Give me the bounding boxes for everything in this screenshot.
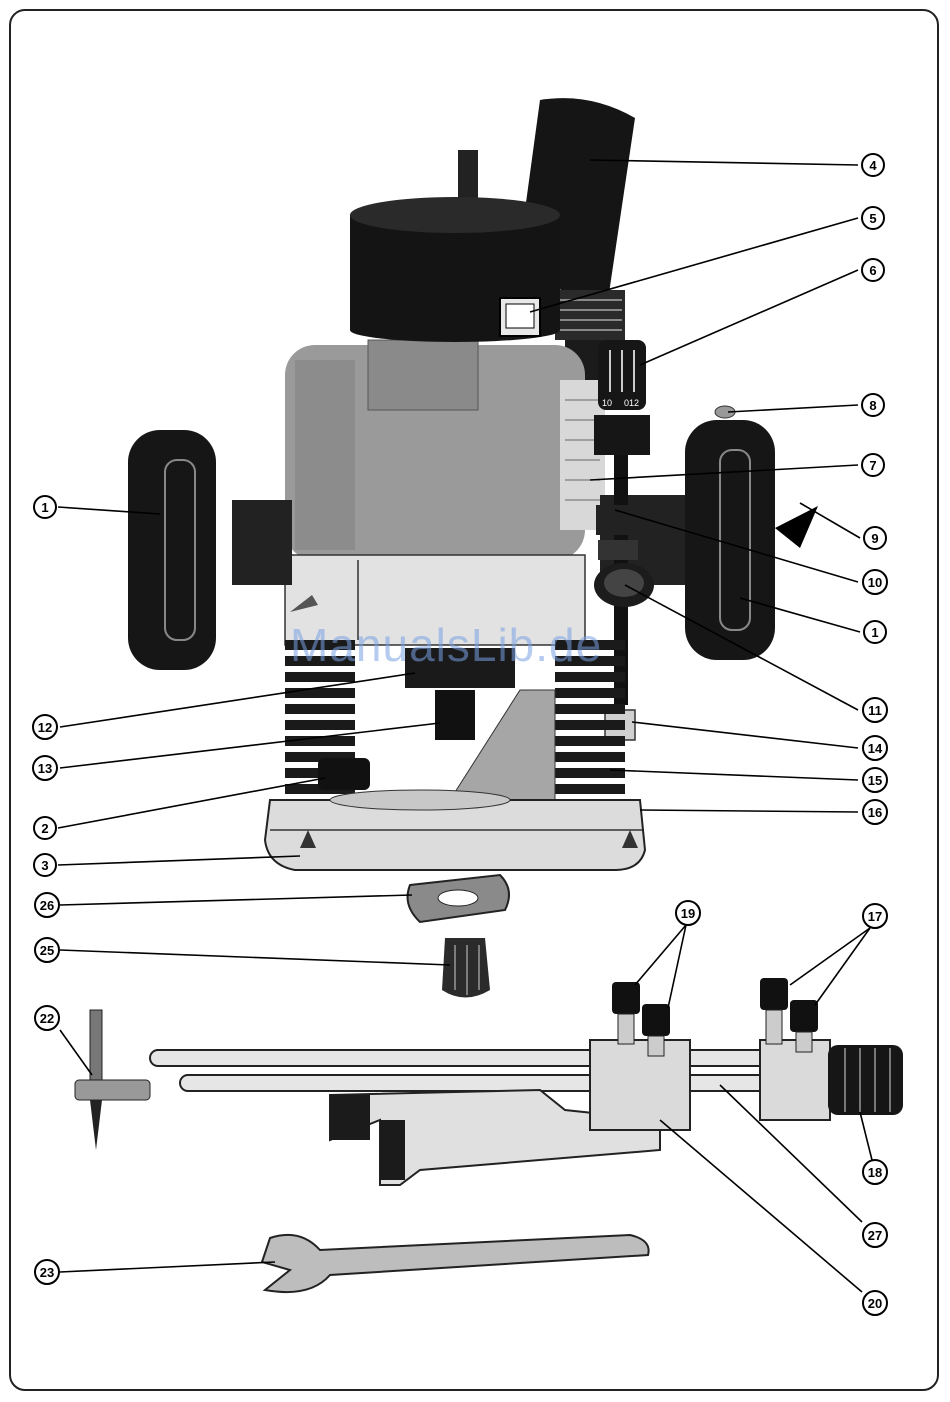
parallel-guide: [150, 978, 903, 1185]
callout-5: 5: [862, 207, 884, 229]
callout-22: 22: [35, 1006, 59, 1030]
callout-label: 9: [871, 531, 878, 546]
callout-label: 19: [681, 906, 695, 921]
callout-15: 15: [863, 768, 887, 792]
dial-mark-left: 10: [602, 398, 612, 408]
callout-18: 18: [863, 1160, 887, 1184]
collet-nut: [435, 690, 475, 740]
callout-label: 5: [869, 211, 876, 226]
callout-label: 26: [40, 898, 54, 913]
callout-25: 25: [35, 938, 59, 962]
arrow-icon: [775, 506, 818, 548]
callout-label: 16: [868, 805, 882, 820]
watermark: ManualsLib.de: [290, 618, 602, 672]
callout-11: 11: [863, 698, 887, 722]
callout-6: 6: [862, 259, 884, 281]
callout-1-left: 1: [34, 496, 56, 518]
callout-23: 23: [35, 1260, 59, 1284]
callout-label: 6: [869, 263, 876, 278]
left-handle: [128, 430, 292, 670]
callout-label: 27: [868, 1228, 882, 1243]
callout-12: 12: [33, 715, 57, 739]
callout-8: 8: [862, 394, 884, 416]
dial-mark-right: 012: [624, 398, 639, 408]
callout-label: 15: [868, 773, 882, 788]
callout-label: 8: [869, 398, 876, 413]
callout-label: 1: [871, 625, 878, 640]
callout-label: 4: [869, 158, 877, 173]
callout-26: 26: [35, 893, 59, 917]
callout-7: 7: [862, 454, 884, 476]
callout-label: 25: [40, 943, 54, 958]
callout-9: 9: [864, 527, 886, 549]
base-plate: [265, 790, 645, 870]
callout-17: 17: [863, 904, 887, 928]
callout-label: 11: [868, 703, 882, 718]
callout-label: 12: [38, 720, 52, 735]
locking-lever: [318, 758, 370, 790]
callout-label: 2: [41, 821, 48, 836]
callout-16: 16: [863, 800, 887, 824]
callout-14: 14: [863, 736, 887, 760]
callout-10: 10: [863, 570, 887, 594]
depth-stop-clamp: [596, 505, 642, 535]
callout-label: 14: [868, 741, 883, 756]
callout-20: 20: [863, 1291, 887, 1315]
callout-label: 3: [41, 858, 48, 873]
spanner: [262, 1235, 649, 1292]
motor-housing: [285, 197, 605, 560]
callout-27: 27: [863, 1223, 887, 1247]
callout-label: 17: [868, 909, 882, 924]
callout-3: 3: [34, 854, 56, 876]
callout-label: 13: [38, 761, 52, 776]
callout-label: 20: [868, 1296, 882, 1311]
callout-label: 10: [868, 575, 882, 590]
callout-2: 2: [34, 817, 56, 839]
callout-4: 4: [862, 154, 884, 176]
callout-label: 1: [41, 500, 48, 515]
rod-holder: [598, 540, 638, 560]
callout-label: 18: [868, 1165, 882, 1180]
callout-label: 22: [40, 1011, 54, 1026]
collet: [442, 938, 490, 998]
callout-label: 23: [40, 1265, 54, 1280]
centering-pin: [75, 1010, 150, 1150]
callout-label: 7: [869, 458, 876, 473]
callout-19: 19: [676, 901, 700, 925]
callout-13: 13: [33, 756, 57, 780]
callout-1-right: 1: [864, 621, 886, 643]
depth-dial: 10 012: [594, 340, 650, 455]
